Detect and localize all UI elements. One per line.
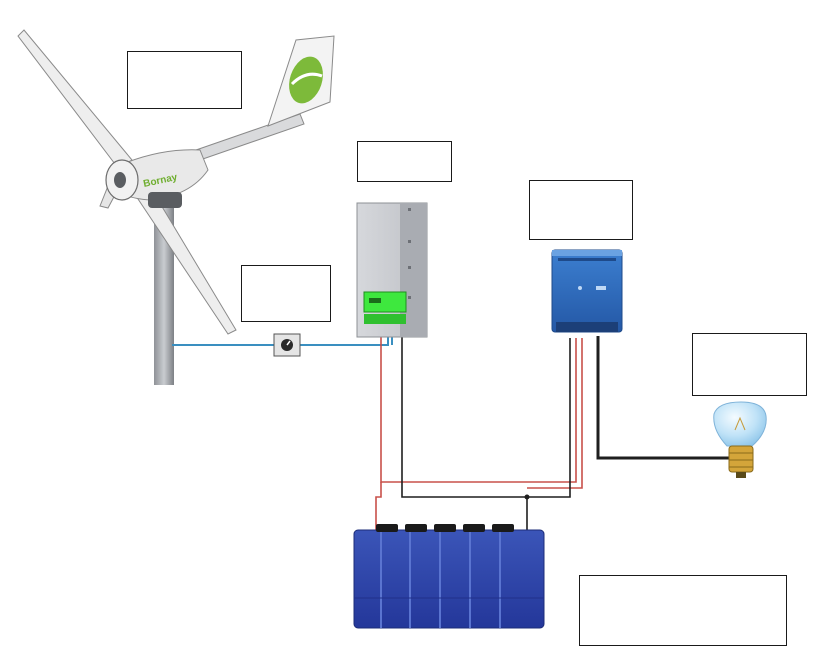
turbine-pole bbox=[154, 205, 174, 385]
turbine-blade-upper bbox=[17, 29, 133, 169]
label-box-inverter bbox=[529, 180, 633, 240]
battery-bank bbox=[353, 524, 545, 629]
bulb-base bbox=[728, 445, 754, 473]
tail-fin-logo bbox=[289, 56, 323, 104]
wind-turbine: Bornay bbox=[17, 29, 335, 385]
label-box-wind-turbine bbox=[127, 51, 242, 109]
wiring bbox=[172, 326, 732, 532]
label-box-charge-controller bbox=[357, 141, 452, 182]
controller-positive-drop bbox=[375, 482, 382, 532]
turbine-yaw-mount bbox=[148, 192, 182, 208]
inverter-negative-wire bbox=[527, 338, 571, 498]
controller-negative-wire bbox=[401, 326, 528, 532]
inverter-positive-wire bbox=[527, 338, 583, 489]
controller-display bbox=[363, 291, 407, 313]
disconnect-switch bbox=[273, 333, 301, 357]
controller-positive-wire bbox=[380, 326, 577, 483]
label-box-battery-bank bbox=[579, 575, 787, 646]
inverter bbox=[551, 249, 623, 333]
light-bulb bbox=[713, 401, 767, 478]
label-box-load bbox=[692, 333, 807, 396]
turbine-blade-lower bbox=[135, 189, 237, 335]
turbine-tail-boom bbox=[195, 113, 305, 161]
ac-output-wire bbox=[596, 336, 732, 460]
charge-controller bbox=[356, 202, 428, 338]
label-box-disconnect-switch bbox=[241, 265, 331, 322]
